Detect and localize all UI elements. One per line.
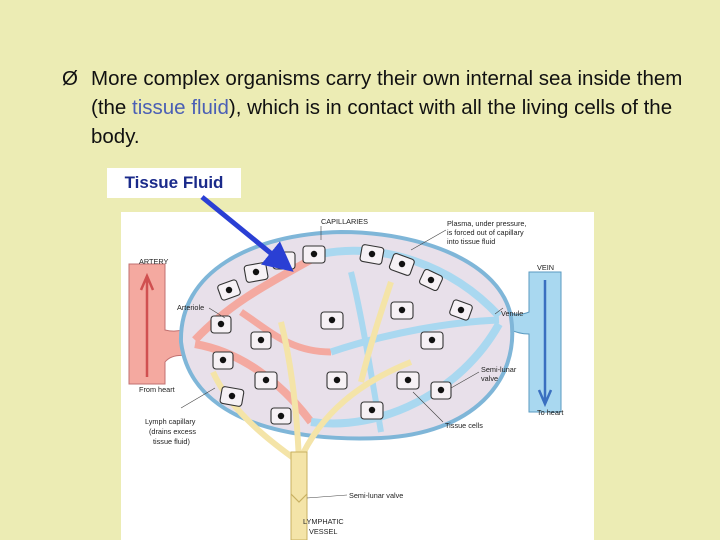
label-semilunar-valve-2: valve	[481, 374, 498, 383]
bullet-text-end: ), which is in contact with all the livi…	[91, 96, 673, 148]
bullet-text-start: More complex organisms carry their own i…	[91, 67, 683, 119]
venous-capillary	[329, 316, 500, 356]
label-arteriole: Arteriole	[177, 303, 204, 312]
label-lymph-capillary-2: (drains excess	[149, 427, 196, 436]
label-lymph-capillary-1: Lymph capillary	[145, 417, 196, 426]
circulation-diagram-svg: CAPILLARIES Plasma, under pressure, is f…	[128, 217, 563, 540]
bullet-point: Ø More complex organisms carry their own…	[62, 64, 702, 151]
artery-flow-icon	[139, 272, 155, 377]
arrow-bullet-icon: Ø	[62, 67, 78, 90]
leader-lines	[180, 226, 504, 499]
label-artery: ARTERY	[139, 257, 168, 266]
bullet-text: More complex organisms carry their own i…	[91, 64, 702, 151]
label-plasma-3: into tissue fluid	[447, 237, 495, 246]
tissue-fluid-highlight: tissue fluid	[132, 96, 229, 119]
lymph-capillary	[210, 281, 413, 540]
label-venule: Venule	[501, 309, 523, 318]
label-lymph-capillary-3: tissue fluid)	[153, 437, 190, 446]
label-from-heart: From heart	[139, 385, 175, 394]
arterial-capillary	[194, 340, 315, 425]
label-semilunar-valve-lymph: Semi-lunar valve	[349, 491, 403, 500]
label-semilunar-valve-1: Semi-lunar	[481, 365, 517, 374]
circulation-diagram: CAPILLARIES Plasma, under pressure, is f…	[121, 212, 594, 540]
capillary-bed	[178, 229, 515, 441]
label-tissue-cells: Tissue cells	[445, 421, 483, 430]
label-vein: VEIN	[537, 263, 554, 272]
lymphatic-vessel	[290, 451, 308, 540]
venous-capillary	[310, 322, 503, 428]
tissue-fluid-callout: Tissue Fluid	[107, 168, 241, 198]
label-plasma-2: is forced out of capillary	[447, 228, 524, 237]
label-to-heart: To heart	[537, 408, 563, 417]
label-plasma-1: Plasma, under pressure,	[447, 219, 527, 228]
label-lymphatic-1: LYMPHATIC	[303, 517, 344, 526]
label-capillaries: CAPILLARIES	[321, 217, 368, 226]
arterial-capillary	[192, 250, 323, 343]
lymph-valve-icon	[290, 493, 308, 503]
label-lymphatic-2: VESSEL	[309, 527, 337, 536]
cell-nuclei	[217, 250, 465, 420]
vein-flow-icon	[537, 280, 553, 408]
